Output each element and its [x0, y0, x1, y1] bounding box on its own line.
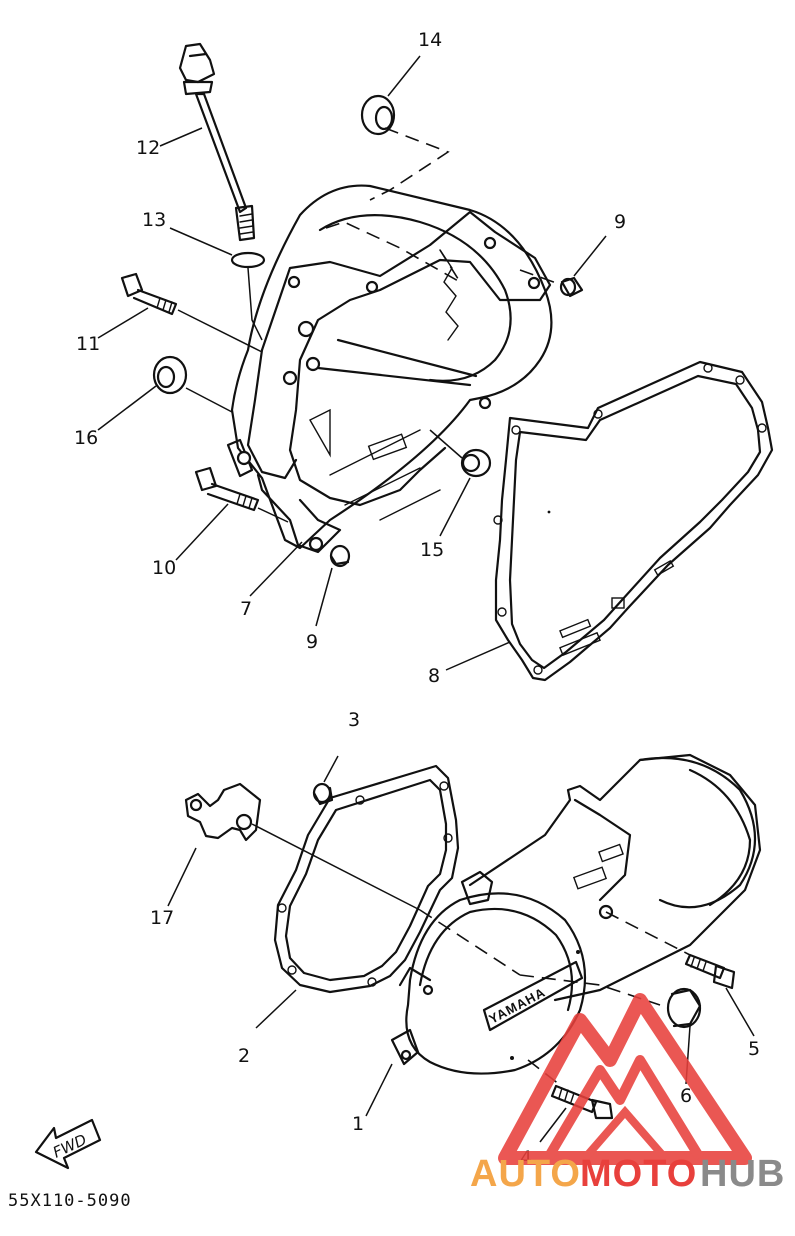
- seal-part-16: [152, 355, 188, 395]
- callout-13: 13: [142, 209, 166, 231]
- automotohub-watermark-text: AUTO MOTO HUB: [470, 1153, 785, 1195]
- o-ring-part-13: [230, 251, 266, 269]
- callout-1: 1: [352, 1113, 364, 1135]
- automotohub-watermark-logo: [498, 993, 752, 1165]
- callout-16: 16: [74, 427, 98, 449]
- svg-text:AUTO: AUTO: [470, 1153, 581, 1195]
- callout-8: 8: [428, 665, 440, 687]
- dowel-pin-part-9-upper: [559, 276, 584, 298]
- dipstick-part-12: [178, 42, 256, 242]
- callout-5: 5: [748, 1038, 760, 1060]
- bolt-part-10: [194, 466, 260, 512]
- bolt-part-11: [120, 272, 178, 316]
- plug-part-6: [666, 987, 702, 1029]
- callout-15: 15: [420, 539, 444, 561]
- callout-6: 6: [680, 1085, 692, 1107]
- callout-14: 14: [418, 29, 442, 51]
- diagram-code: 55X110-5090: [8, 1191, 132, 1211]
- svg-text:HUB: HUB: [700, 1153, 785, 1195]
- bolt-part-5: [684, 953, 736, 990]
- callout-7: 7: [240, 598, 252, 620]
- gasket-part-8: [493, 360, 774, 682]
- gasket-part-2: [273, 764, 460, 994]
- callout-12: 12: [136, 137, 160, 159]
- cover-brand-text: YAMAHA: [486, 984, 548, 1026]
- callout-9-lower: 9: [306, 631, 318, 653]
- callout-2: 2: [238, 1045, 250, 1067]
- crankcase-cover-part-7: [226, 184, 553, 554]
- seal-part-15: [460, 448, 492, 478]
- dowel-pin-part-3: [312, 782, 334, 806]
- callout-17: 17: [150, 907, 174, 929]
- callout-11: 11: [76, 333, 100, 355]
- dowel-pin-part-9-lower: [329, 544, 351, 568]
- callout-9-upper: 9: [614, 211, 626, 233]
- callout-10: 10: [152, 557, 176, 579]
- bracket-part-17: [184, 782, 262, 842]
- forward-arrow-icon: FWD: [34, 1118, 102, 1170]
- oil-seal-part-14: [360, 94, 396, 136]
- callout-3: 3: [348, 709, 360, 731]
- svg-text:MOTO: MOTO: [580, 1153, 697, 1195]
